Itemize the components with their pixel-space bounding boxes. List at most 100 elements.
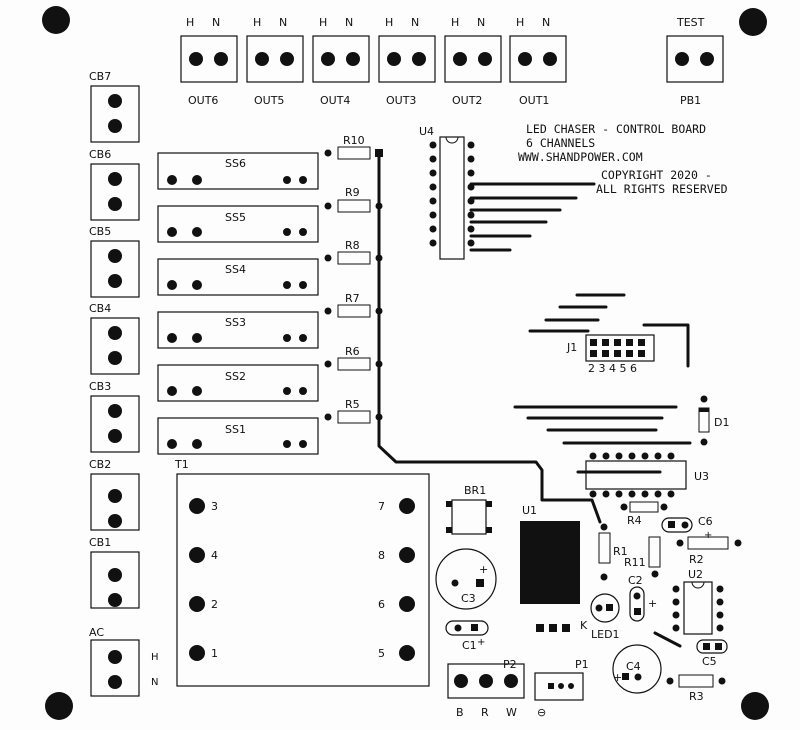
relay-ss4: SS4 (157, 258, 319, 296)
header-j1: J1 2 3 4 5 6 (566, 334, 655, 375)
terminal-n-label: N (411, 16, 419, 29)
output-terminal-out3: H N OUT3 (378, 16, 436, 107)
ac-label: AC (89, 626, 104, 639)
r3-label: R3 (689, 690, 704, 703)
relay-label: SS5 (225, 211, 246, 224)
relay-ss2: SS2 (157, 364, 319, 402)
title-line-2: 6 CHANNELS (526, 136, 595, 150)
t1-pin-label: 2 (211, 598, 218, 611)
terminal-label: OUT2 (452, 94, 482, 107)
terminal-h-label: H (319, 16, 327, 29)
ic-u4: U4 (419, 125, 475, 260)
relay-label: SS1 (225, 423, 246, 436)
breaker-cb3: CB3 (89, 380, 140, 453)
c2-label: C2 (628, 574, 643, 587)
led1-label: LED1 (591, 628, 620, 641)
led-led1: K LED1 (580, 593, 620, 641)
relay-ss6: SS6 (157, 152, 319, 190)
terminal-label: OUT3 (386, 94, 416, 107)
test-button-pb1: TEST PB1 (666, 16, 724, 107)
breaker-column: CB7 CB6 CB5 CB4 CB3 CB2 (89, 70, 140, 609)
terminal-n-label: N (279, 16, 287, 29)
u2-label: U2 (688, 568, 703, 581)
c1-label: C1 (462, 639, 477, 652)
p2-r-label: R (481, 706, 489, 719)
terminal-h-label: H (253, 16, 261, 29)
breaker-cb7: CB7 (89, 70, 140, 143)
resistor-r6: R6 (324, 345, 383, 371)
p1-label: P1 (575, 658, 589, 671)
resistor-r8: R8 (324, 239, 383, 265)
breaker-cb6: CB6 (89, 148, 140, 221)
c5-label: C5 (702, 655, 717, 668)
ac-n-label: N (151, 677, 158, 688)
capacitor-c1: C1 + (445, 620, 489, 652)
resistor-r10: R10 (324, 134, 383, 160)
ic-u3: U3 (576, 452, 709, 498)
relay-label: SS2 (225, 370, 246, 383)
terminal-n-label: N (542, 16, 550, 29)
regulator-u1: U1 (520, 504, 580, 632)
t1-pin-label: 6 (378, 598, 385, 611)
relay-ss5: SS5 (157, 205, 319, 243)
connector-p2: P2 B R W (447, 658, 525, 719)
resistor-label: R8 (345, 239, 360, 252)
u4-output-traces (469, 182, 596, 252)
resistor-label: R6 (345, 345, 360, 358)
r11-label: R11 (624, 556, 646, 569)
relay-ss1: SS1 (157, 417, 319, 455)
u3-label: U3 (694, 470, 709, 483)
resistor-r5: R5 (324, 398, 383, 424)
breaker-label: CB3 (89, 380, 111, 393)
diode-d1: D1 (698, 395, 729, 446)
relay-label: SS4 (225, 263, 246, 276)
capacitor-c5: C5 (696, 639, 728, 668)
t1-pin-label: 3 (211, 500, 218, 513)
terminal-label: OUT5 (254, 94, 284, 107)
breaker-label: CB6 (89, 148, 111, 161)
transformer-t1: T1 3 4 2 1 7 8 6 5 (174, 458, 430, 687)
capacitor-c6: C6 + (661, 515, 713, 541)
terminal-label: OUT6 (188, 94, 218, 107)
t1-pin-label: 5 (378, 647, 385, 660)
relay-label: SS3 (225, 316, 246, 329)
pb1-label: PB1 (680, 94, 701, 107)
j1-label: J1 (566, 341, 577, 354)
j1-pin-numbers: 2 3 4 5 6 (588, 362, 637, 375)
terminal-n-label: N (477, 16, 485, 29)
p1-gnd-label: ⊖ (537, 706, 546, 719)
u4-label: U4 (419, 125, 434, 138)
breaker-label: CB2 (89, 458, 111, 471)
breaker-cb1: CB1 (89, 536, 140, 609)
c4-plus-mark: + (613, 671, 622, 684)
p2-b-label: B (456, 706, 464, 719)
resistor-r1: R1 (598, 523, 628, 581)
terminal-label: OUT4 (320, 94, 350, 107)
resistor-r3: R3 (666, 674, 726, 703)
title-line-1: LED CHASER - CONTROL BOARD (526, 122, 706, 136)
p2-w-label: W (506, 706, 517, 719)
breaker-cb4: CB4 (89, 302, 140, 375)
t1-pin-label: 4 (211, 549, 218, 562)
c1-plus-mark: + (477, 637, 485, 648)
t1-pin-label: 8 (378, 549, 385, 562)
breaker-label: CB1 (89, 536, 111, 549)
relay-column: SS6 SS5 SS4 SS3 SS2 (157, 152, 319, 455)
resistor-label: R9 (345, 186, 360, 199)
mounting-hole-bottom-right (741, 692, 769, 720)
c4-label: C4 (626, 660, 641, 673)
terminal-h-label: H (385, 16, 393, 29)
r4-label: R4 (627, 514, 642, 527)
resistor-r11: R11 (624, 536, 661, 578)
output-terminal-out4: H N OUT4 (312, 16, 370, 107)
relay-ss3: SS3 (157, 311, 319, 349)
output-terminal-out1: H N OUT1 (509, 16, 567, 107)
resistor-r7: R7 (324, 292, 383, 318)
mounting-hole-top-right (739, 8, 767, 36)
resistor-r4: R4 (620, 501, 668, 527)
terminal-h-label: H (451, 16, 459, 29)
connector-p1: P1 ⊖ (534, 658, 589, 719)
title-line-5: ALL RIGHTS RESERVED (596, 182, 728, 196)
resistor-r9: R9 (324, 186, 383, 213)
